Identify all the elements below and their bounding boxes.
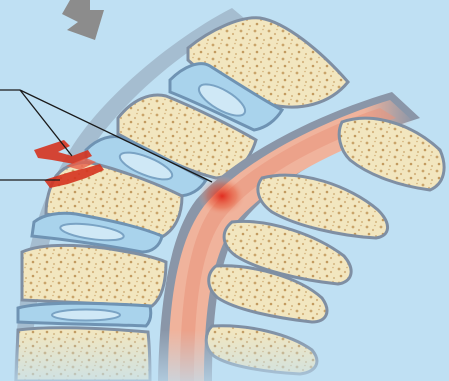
cord-injury-site [198,176,246,216]
vertebral-body [22,245,166,306]
disc-nucleus [52,310,120,321]
bottom-fade [0,330,449,381]
